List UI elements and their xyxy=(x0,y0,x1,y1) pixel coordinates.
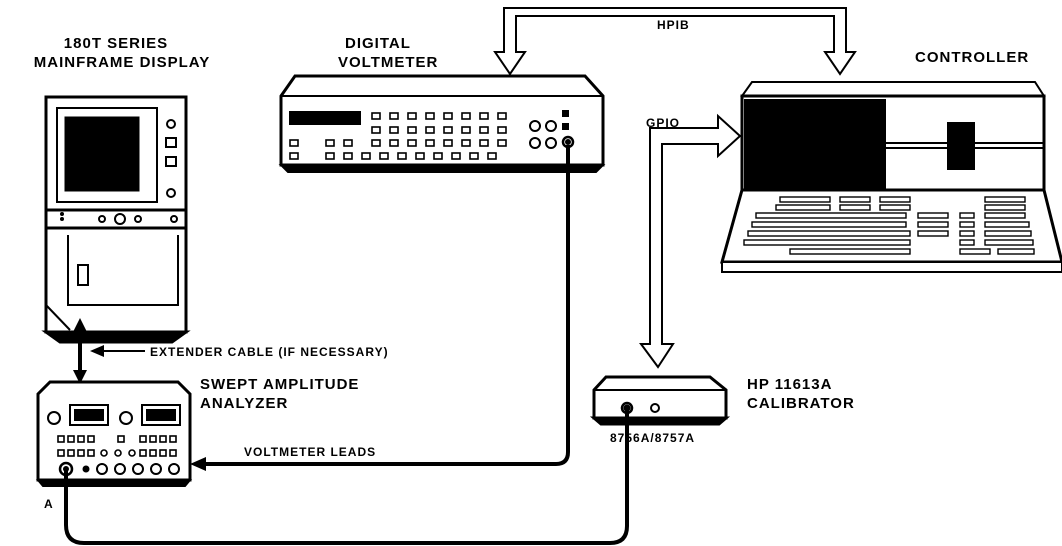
extender-cable xyxy=(73,318,145,384)
voltmeter-leads-cable xyxy=(190,145,570,471)
analyzer-label-line2: ANALYZER xyxy=(200,395,288,412)
voltmeter-label-line2: VOLTMETER xyxy=(338,54,438,71)
voltmeter-label-line1: DIGITAL xyxy=(345,35,411,52)
controller xyxy=(720,81,1062,273)
calibrator-cable xyxy=(64,410,629,545)
calibrator xyxy=(589,375,731,426)
gpio-label: GPIO xyxy=(646,116,680,130)
controller-label: CONTROLLER xyxy=(915,49,1029,66)
mainframe-label-line1: 180T SERIES xyxy=(64,35,168,52)
hpib-label: HPIB xyxy=(657,18,690,32)
mainframe-display xyxy=(41,95,191,344)
extender-cable-label: EXTENDER CABLE (IF NECESSARY) xyxy=(150,345,389,359)
mainframe-label-line2: MAINFRAME DISPLAY xyxy=(34,54,210,71)
swept-amplitude-analyzer xyxy=(35,380,193,487)
hpib-bus xyxy=(493,7,857,76)
gpio-bus xyxy=(639,113,742,369)
analyzer-label-line1: SWEPT AMPLITUDE xyxy=(200,376,359,393)
voltmeter-leads-label: VOLTMETER LEADS xyxy=(244,445,376,459)
calibrator-label-line1: HP 11613A xyxy=(747,376,832,393)
calibrator-model-label: 8756A/8757A xyxy=(610,431,695,445)
digital-voltmeter xyxy=(278,74,606,173)
port-a-label: A xyxy=(44,497,54,511)
calibrator-label-line2: CALIBRATOR xyxy=(747,395,855,412)
